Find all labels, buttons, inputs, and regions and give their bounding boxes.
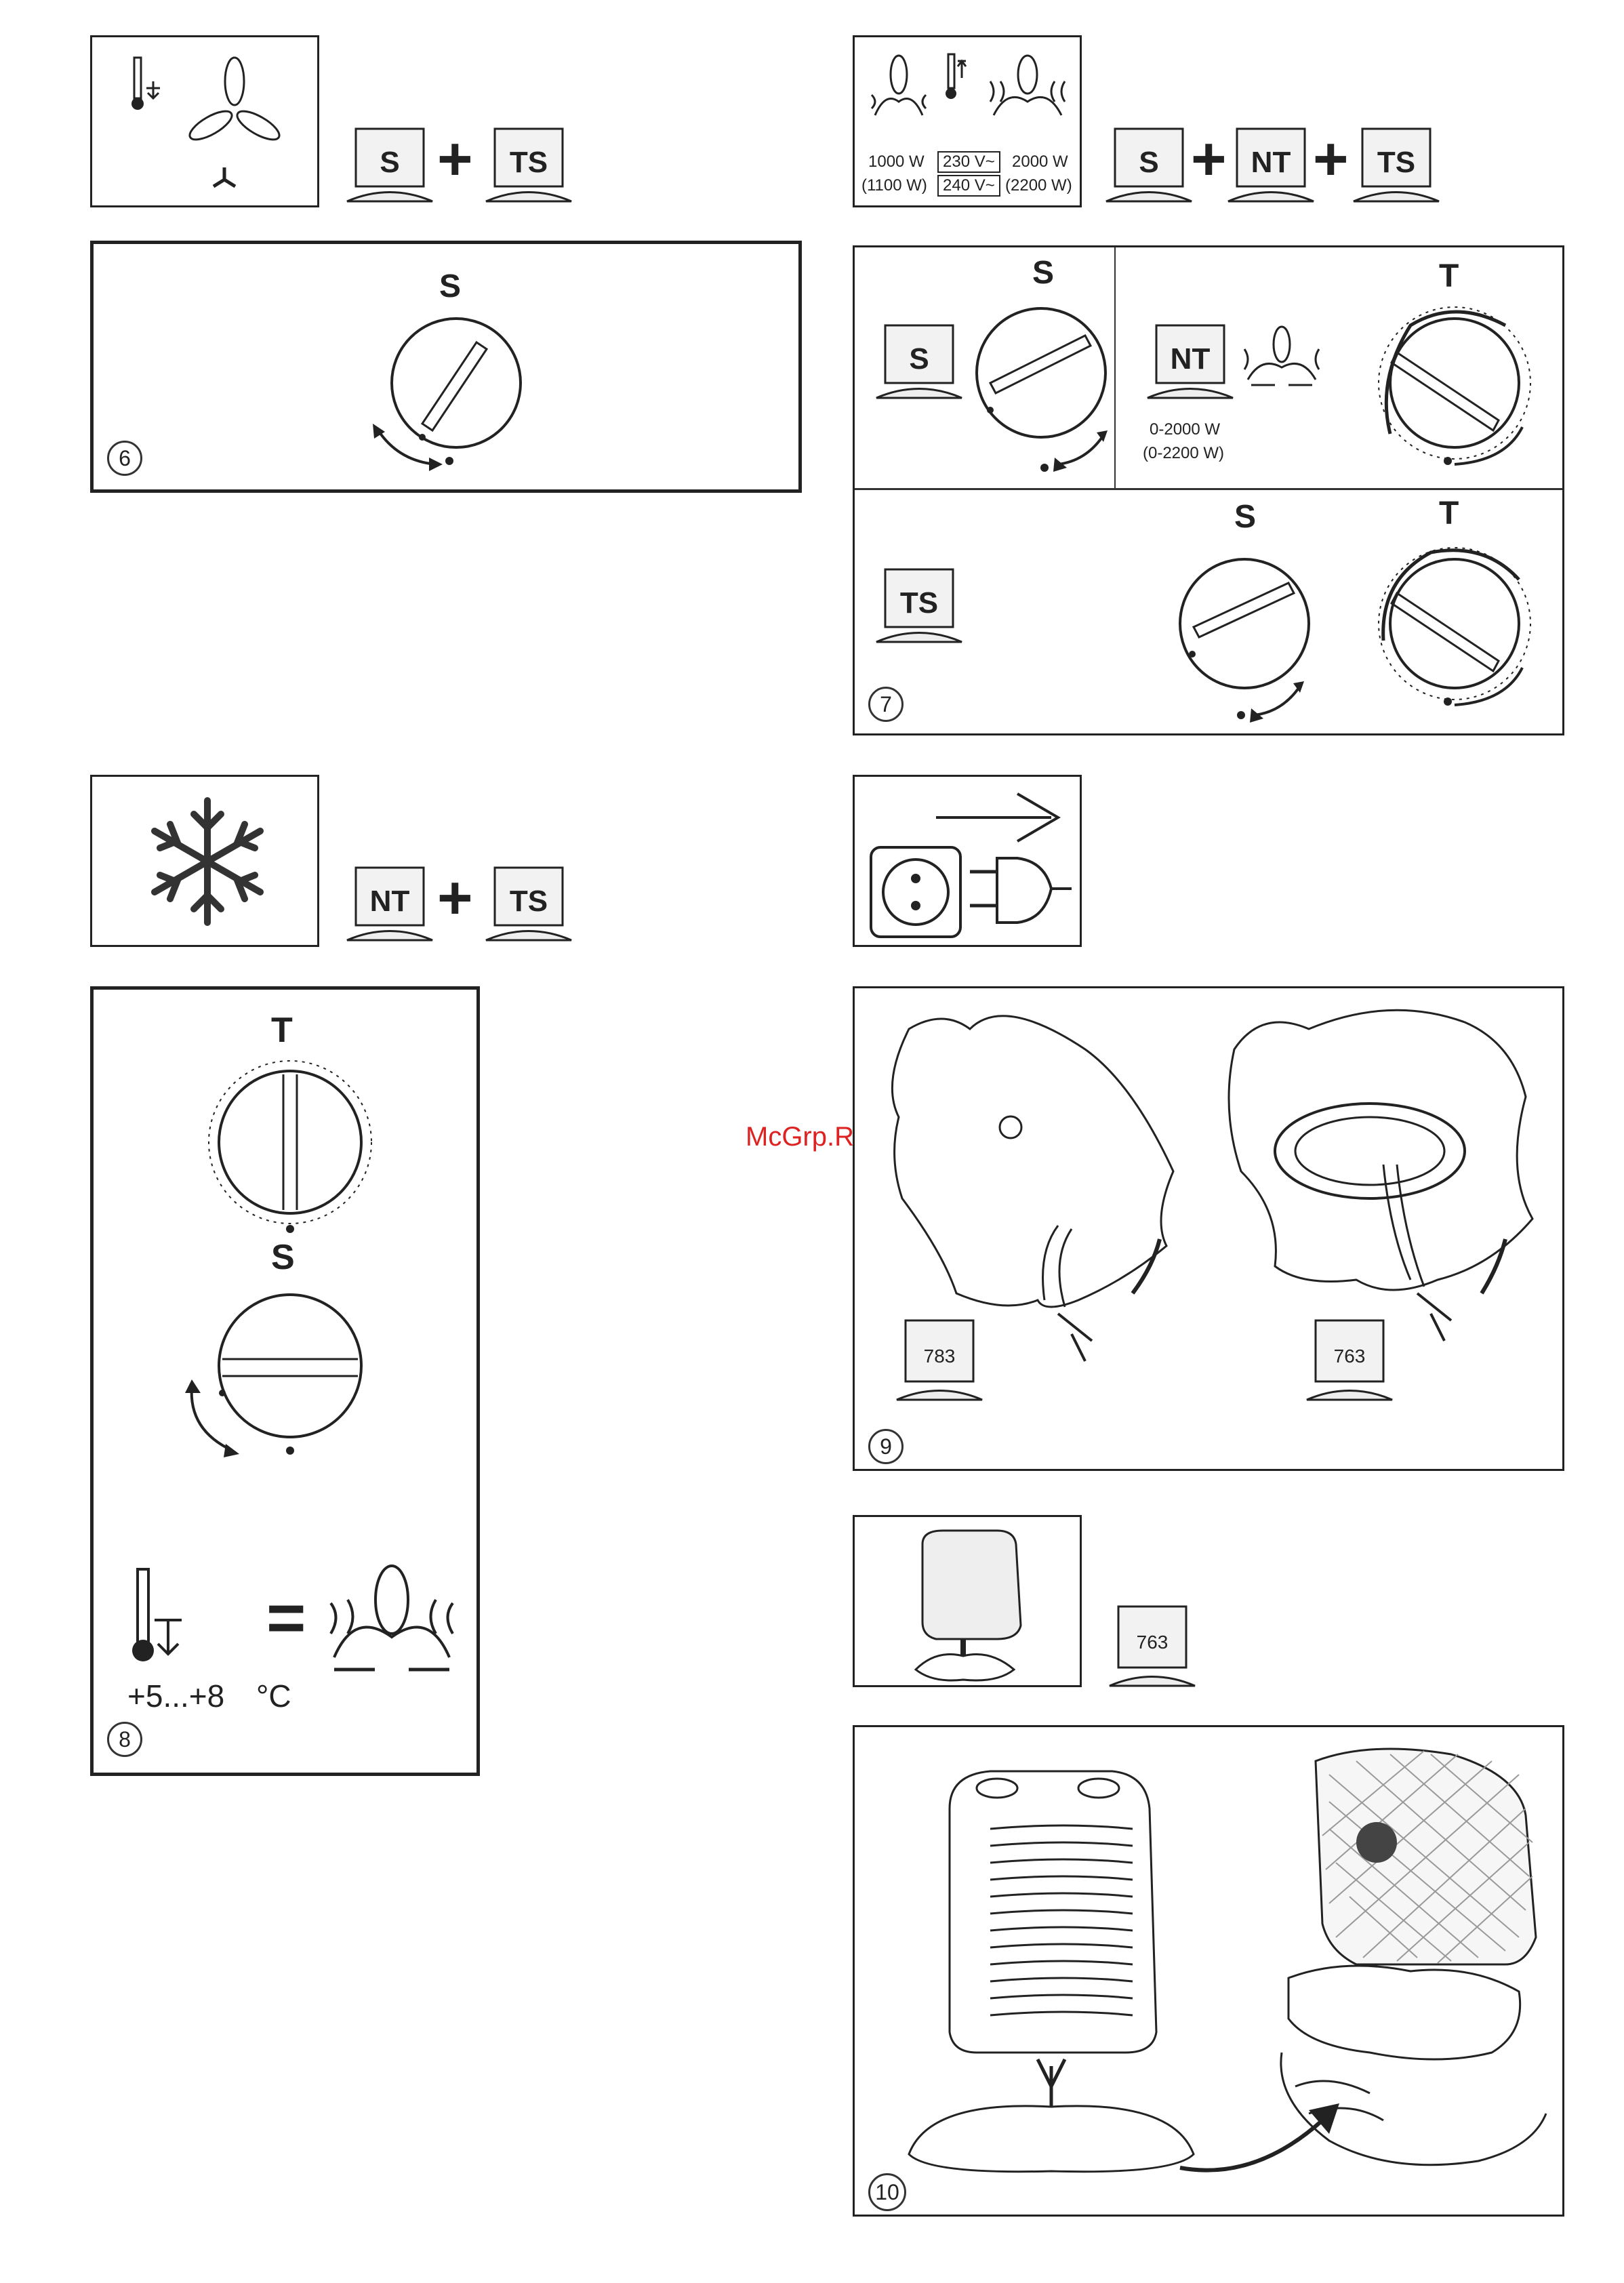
tile-label: 783 xyxy=(895,1346,983,1367)
button-tile-nt: NT xyxy=(1146,322,1234,400)
button-tile-ts: TS xyxy=(485,125,573,203)
right-power-label: 2000 W xyxy=(1012,153,1068,171)
thermometer-up-icon xyxy=(943,54,977,115)
rotate-arrow-icon xyxy=(182,1376,243,1457)
tile-label: TS xyxy=(485,146,573,180)
plus-sign: + xyxy=(1191,129,1227,190)
tile-label: S xyxy=(346,146,434,180)
rotate-arrow-icon xyxy=(1034,427,1109,474)
knob-label-t: T xyxy=(271,1010,293,1051)
heat-high-icon xyxy=(324,1562,460,1678)
knob-t-dial xyxy=(1370,539,1539,708)
button-tile-nt: NT xyxy=(346,864,434,942)
tile-label: 763 xyxy=(1305,1346,1394,1367)
knob-label-s: S xyxy=(1032,254,1054,291)
figure-9-panel: 783 763 9 xyxy=(853,986,1564,1471)
plus-sign: + xyxy=(1313,129,1349,190)
figure-7-panel: S S NT 0-2000 W (0-2200 W) T TS S xyxy=(853,245,1564,735)
power-plug-icon xyxy=(970,855,1072,929)
thermometer-down-icon xyxy=(127,1569,188,1671)
tile-label: S xyxy=(875,342,963,376)
knob-t-dial xyxy=(202,1054,378,1230)
button-tile-ts: TS xyxy=(875,566,963,644)
heater-removal-illustration xyxy=(889,1747,1214,2188)
panel-divider xyxy=(855,488,1562,490)
figure-number: 8 xyxy=(107,1722,142,1757)
left-power-alt-label: (1100 W) xyxy=(861,176,927,195)
knob-t-dial xyxy=(1370,298,1539,468)
knob-label-s: S xyxy=(439,268,461,305)
model-tile-763: 763 xyxy=(1108,1603,1196,1688)
heat-high-icon xyxy=(987,54,1068,122)
rotate-arrow-icon xyxy=(1231,678,1305,725)
button-tile-s: S xyxy=(875,322,963,400)
knob-s-dial xyxy=(1173,552,1316,695)
frost-temperature-range: +5...+8 xyxy=(127,1678,224,1714)
fan-small-icon xyxy=(211,166,238,193)
nt-range-line1: 0-2000 W xyxy=(1150,420,1220,439)
model-tile-763: 763 xyxy=(1305,1317,1394,1402)
figure-number: 6 xyxy=(107,441,142,476)
knob-label-t: T xyxy=(1439,258,1459,295)
fan-large-icon xyxy=(187,58,282,159)
unplug-panel xyxy=(853,775,1082,947)
model-tile-783: 783 xyxy=(895,1317,983,1402)
plus-sign: + xyxy=(437,868,473,929)
thermometer-down-icon xyxy=(126,58,167,132)
voltage-2-label: 240 V~ xyxy=(937,175,1000,197)
plus-sign: + xyxy=(437,129,473,190)
heat-low-icon xyxy=(868,54,929,122)
tile-label: NT xyxy=(1227,146,1315,180)
tile-label: TS xyxy=(485,885,573,918)
left-power-label: 1000 W xyxy=(868,153,925,171)
curved-arrow-icon xyxy=(1173,2080,1349,2175)
tile-label: TS xyxy=(875,586,963,620)
tile-label: NT xyxy=(1146,342,1234,376)
heater-on-stand-illustration xyxy=(895,1524,1031,1686)
arrow-right-icon xyxy=(936,790,1065,845)
tile-label: NT xyxy=(346,885,434,918)
knob-label-t: T xyxy=(1439,495,1459,532)
figure-number: 7 xyxy=(868,687,904,722)
frost-mode-panel xyxy=(90,775,319,947)
snowflake-icon xyxy=(140,794,275,929)
right-power-alt-label: (2200 W) xyxy=(1005,176,1072,195)
button-tile-ts: TS xyxy=(1352,125,1440,203)
power-socket-icon xyxy=(868,845,963,940)
fan-mode-panel xyxy=(90,35,319,207)
figure-number: 10 xyxy=(868,2173,906,2211)
knob-s-dial xyxy=(970,302,1112,444)
watermark: McGrp.Ru xyxy=(746,1122,869,1152)
button-tile-nt: NT xyxy=(1227,125,1315,203)
nt-range-line2: (0-2200 W) xyxy=(1143,444,1224,463)
figure-number: 9 xyxy=(868,1429,904,1464)
heat-high-icon xyxy=(1241,325,1322,386)
frost-temperature-unit: °C xyxy=(256,1678,291,1714)
figure-10-panel: 10 xyxy=(853,1725,1564,2217)
power-info-panel: 1000 W (1100 W) 230 V~ 240 V~ 2000 W (22… xyxy=(853,35,1082,207)
voltage-1-label: 230 V~ xyxy=(937,151,1000,173)
button-tile-ts: TS xyxy=(485,864,573,942)
tile-label: 763 xyxy=(1108,1632,1196,1653)
equals-sign: = xyxy=(266,1579,306,1657)
stand-mount-panel xyxy=(853,1515,1082,1687)
button-tile-s: S xyxy=(346,125,434,203)
knob-label-s: S xyxy=(1234,498,1256,536)
panel-divider xyxy=(1114,247,1116,488)
tile-label: TS xyxy=(1352,146,1440,180)
button-tile-s: S xyxy=(1105,125,1193,203)
knob-label-s: S xyxy=(271,1237,295,1278)
figure-6-panel: S 6 xyxy=(90,241,802,493)
tile-label: S xyxy=(1105,146,1193,180)
rotate-arrow-icon xyxy=(371,424,453,471)
figure-8-panel: T S = +5...+8 °C 8 xyxy=(90,986,480,1776)
